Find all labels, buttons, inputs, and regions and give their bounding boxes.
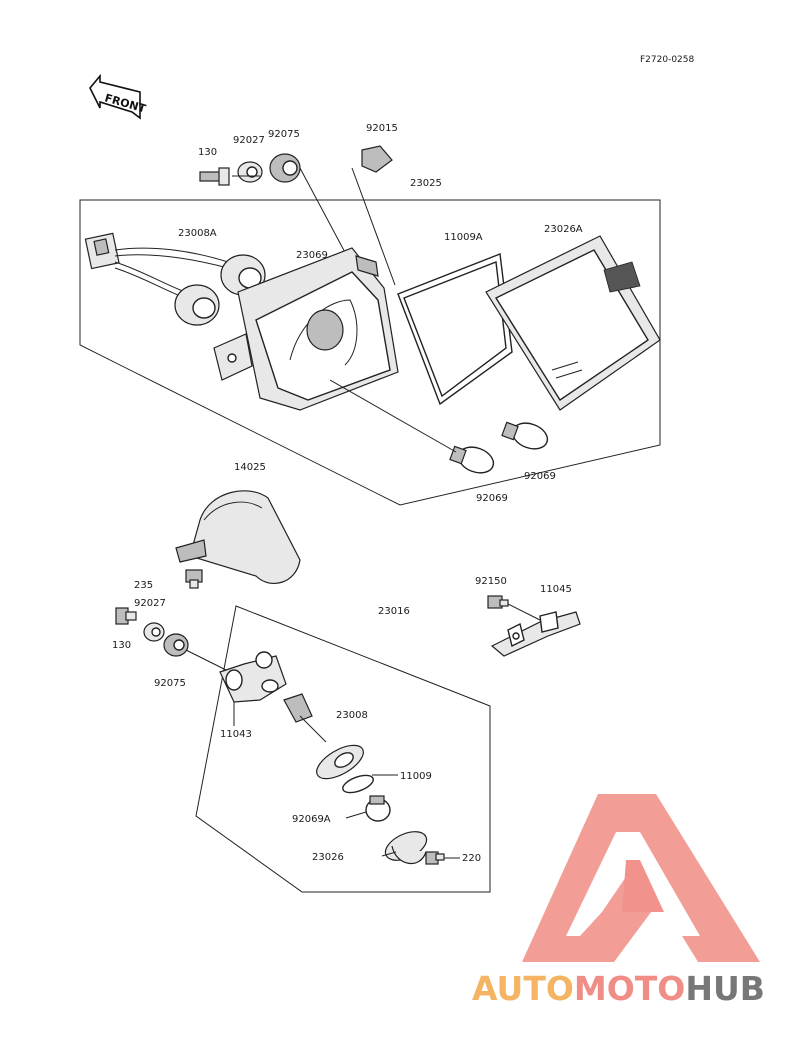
housing-23069 — [213, 247, 399, 411]
bulb-92069A — [365, 795, 391, 822]
label-11009A: 11009A — [444, 232, 483, 243]
label-92150: 92150 — [475, 576, 507, 587]
label-14025: 14025 — [234, 462, 266, 473]
socket-23008 — [283, 693, 364, 780]
label-11045: 11045 — [540, 584, 572, 595]
bulb-92069-right — [501, 421, 549, 450]
collar-92027-top — [237, 161, 263, 183]
label-11043: 11043 — [220, 729, 252, 740]
label-92015: 92015 — [366, 123, 398, 134]
bolt-92150 — [487, 595, 509, 609]
bulb-92069-left — [449, 445, 495, 474]
label-92075-mid: 92075 — [154, 678, 186, 689]
gasket-11009 — [342, 774, 374, 794]
leader-line — [345, 811, 367, 819]
screw-235 — [185, 569, 203, 589]
label-235: 235 — [134, 580, 153, 591]
label-92027-mid: 92027 — [134, 598, 166, 609]
label-92069-bottom: 92069 — [476, 493, 508, 504]
cover-14025 — [175, 490, 301, 585]
leader-line — [507, 603, 541, 621]
label-92069-right: 92069 — [524, 471, 556, 482]
label-23026A: 23026A — [544, 224, 583, 235]
lens-23026 — [384, 831, 428, 864]
label-23016: 23016 — [378, 606, 410, 617]
leader-line — [299, 167, 349, 259]
lens-23026A — [485, 235, 661, 411]
leader-line — [351, 167, 396, 286]
gasket-11009A — [397, 253, 513, 406]
wiring-harness-23008A — [84, 232, 266, 326]
watermark-text: AUTOMOTOHUB — [472, 969, 765, 1008]
label-11009: 11009 — [400, 771, 432, 782]
leader-line — [381, 851, 397, 857]
label-23008: 23008 — [336, 710, 368, 721]
label-92069A: 92069A — [292, 814, 331, 825]
leader-line — [185, 649, 231, 673]
label-23026: 23026 — [312, 852, 344, 863]
label-23025: 23025 — [410, 178, 442, 189]
front-arrow-icon: FRONT — [89, 73, 148, 120]
screw-130-top — [199, 167, 230, 186]
nut-92015 — [361, 145, 393, 173]
label-130-mid: 130 — [112, 640, 131, 651]
screw-220 — [425, 851, 445, 865]
bracket-11043 — [219, 651, 287, 703]
grommet-92075-top — [269, 153, 301, 183]
label-92075-top: 92075 — [268, 129, 300, 140]
figure-code: F2720-0258 — [640, 55, 695, 65]
bracket-11045 — [490, 611, 581, 657]
label-23008A: 23008A — [178, 228, 217, 239]
grommet-92075-mid — [163, 633, 189, 657]
label-92027-top: 92027 — [233, 135, 265, 146]
collar-92027-mid — [143, 622, 165, 642]
screw-130-mid — [115, 607, 137, 625]
assembly-outline-23025 — [79, 199, 661, 506]
watermark-logo — [522, 794, 760, 962]
assembly-outline-23016 — [195, 605, 491, 893]
label-220: 220 — [462, 853, 481, 864]
label-23069: 23069 — [296, 250, 328, 261]
label-130-top: 130 — [198, 147, 217, 158]
leader-line — [329, 379, 457, 453]
